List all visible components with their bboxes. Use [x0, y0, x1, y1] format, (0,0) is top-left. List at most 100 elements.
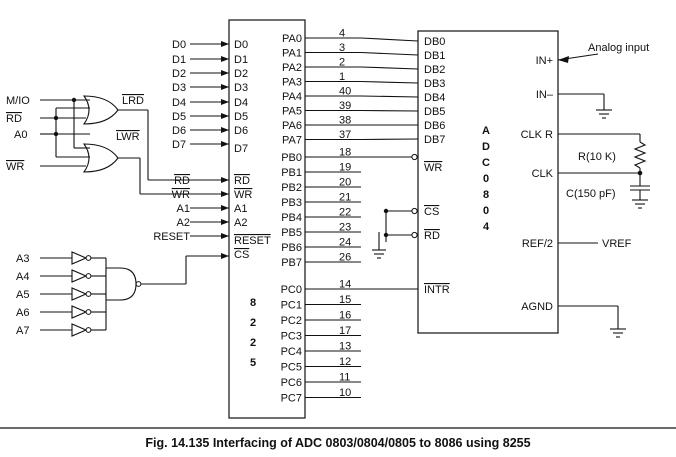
- adc-external-wiring: [557, 53, 650, 338]
- ppi-pin-number: 20: [339, 177, 351, 189]
- port-a-to-adc-wire: [360, 138, 419, 141]
- vref-label: VREF: [602, 238, 632, 250]
- ppi-pin-wr: WR: [234, 189, 252, 201]
- ppi-pin-pa4: PA4: [282, 91, 302, 103]
- ppi-pin-number: 24: [339, 237, 351, 249]
- ppi-pin-pa7: PA7: [282, 135, 302, 147]
- data-bus-wires: [190, 43, 229, 145]
- ppi-pin-pb5: PB5: [281, 227, 302, 239]
- ppi-pin-d2: D2: [234, 68, 248, 80]
- adc-name-char: 0: [483, 173, 489, 185]
- bus-input-wr: WR: [172, 189, 190, 201]
- capacitor-label: C(150 pF): [566, 188, 616, 200]
- adc-pin-ref2: REF/2: [522, 238, 553, 250]
- adc-pin-in-plus: IN+: [536, 55, 553, 67]
- port-a-to-adc-wire: [360, 51, 419, 56]
- adc-0804-body: [417, 30, 559, 334]
- adc-pin-agnd: AGND: [521, 301, 553, 313]
- adc-pin-db4: DB4: [424, 92, 445, 104]
- bus-label: D0: [172, 39, 186, 51]
- bus-input-a2: A2: [177, 217, 190, 229]
- clk-junction: [637, 170, 643, 176]
- ppi-pin-d0: D0: [234, 39, 248, 51]
- analog-input-label: Analog input: [588, 42, 649, 54]
- ppi-pin-reset: RESET: [234, 235, 271, 247]
- decoder-input: A6: [16, 307, 29, 319]
- cs-junction: [383, 208, 389, 214]
- ppi-pin-number: 17: [339, 325, 351, 337]
- bus-arrows: [221, 41, 229, 259]
- ppi-pin-number: 16: [339, 310, 351, 322]
- port-a-to-adc-wire: [360, 95, 419, 98]
- nand-bubble: [135, 281, 142, 287]
- ppi-pin-number: 10: [339, 387, 351, 399]
- adc-name-char: D: [482, 141, 490, 153]
- ppi-pin-number: 15: [339, 294, 351, 306]
- ppi-pin-number: 37: [339, 129, 351, 141]
- ppi-pin-number: 2: [339, 57, 345, 69]
- analog-input-arrow: [558, 56, 569, 63]
- adc-name-char: 0: [483, 205, 489, 217]
- adc-rd-bubble: [411, 231, 418, 239]
- ppi-pin-number: 12: [339, 356, 351, 368]
- adc-pin-rd: RD: [424, 230, 440, 242]
- decoder-input: A7: [16, 325, 29, 337]
- logic-output-lwr: LWR: [116, 131, 140, 143]
- ppi-pin-number: 11: [339, 372, 350, 384]
- logic-input-wr: WR: [6, 161, 24, 173]
- ppi-pin-d3: D3: [234, 82, 248, 94]
- ppi-pin-number: 21: [339, 192, 351, 204]
- ppi-name-char: 2: [250, 337, 256, 349]
- logic-gates: [40, 95, 229, 337]
- adc-cs-bubble: [411, 207, 418, 215]
- inverter-bubble: [85, 273, 92, 279]
- adc-pin-db5: DB5: [424, 106, 445, 118]
- rd-junction: [383, 232, 389, 238]
- ppi-pin-number: 40: [339, 86, 351, 98]
- port-a-to-adc-wire: [360, 37, 419, 42]
- ppi-pin-number: 22: [339, 207, 351, 219]
- bus-label: D5: [172, 111, 186, 123]
- adc-pin-db7: DB7: [424, 134, 445, 146]
- ppi-pin-pb6: PB6: [281, 242, 302, 254]
- ppi-pin-d4: D4: [234, 97, 248, 109]
- ppi-pin-pc3: PC3: [281, 331, 302, 343]
- adc-name-char: A: [482, 125, 490, 137]
- logic-output-lrd: LRD: [122, 95, 144, 107]
- ppi-pin-pc6: PC6: [281, 377, 302, 389]
- bus-label: D6: [172, 125, 186, 137]
- ppi-pin-pa5: PA5: [282, 106, 302, 118]
- ppi-pin-number: 19: [339, 162, 351, 174]
- bus-input-reset: RESET: [153, 231, 190, 243]
- adc-pin-wr: WR: [424, 162, 442, 174]
- ppi-pin-number: 4: [339, 28, 345, 40]
- figure-caption: Fig. 14.135 Interfacing of ADC 0803/0804…: [145, 436, 530, 450]
- bus-label: D1: [172, 54, 186, 66]
- decoder-input: A5: [16, 289, 29, 301]
- ppi-pin-pc7: PC7: [281, 393, 302, 405]
- ppi-pin-pb7: PB7: [281, 257, 302, 269]
- adc-pin-clk-r: CLK R: [521, 129, 553, 141]
- adc-name-char: 4: [483, 221, 490, 233]
- bus-label: D2: [172, 68, 186, 80]
- logic-input-rd: RD: [6, 113, 22, 125]
- adc-name-char: 8: [483, 189, 489, 201]
- logic-input-a0: A0: [14, 129, 27, 141]
- ppi-pin-a1: A1: [234, 203, 247, 215]
- ppi-pin-number: 3: [339, 42, 345, 54]
- mio-junction: [71, 97, 77, 103]
- ppi-pin-number: 1: [339, 71, 345, 83]
- ppi-pin-number: 13: [339, 341, 351, 353]
- ppi-pin-pa6: PA6: [282, 120, 302, 132]
- adc-name-char: C: [482, 157, 490, 169]
- adc-pin-db1: DB1: [424, 50, 445, 62]
- ppi-name-char: 5: [250, 357, 256, 369]
- ppi-pin-pa1: PA1: [282, 48, 302, 60]
- adc-wr-bubble: [411, 153, 418, 161]
- ppi-pin-pc5: PC5: [281, 362, 302, 374]
- ppi-pin-d5: D5: [234, 111, 248, 123]
- ppi-pin-cs: CS: [234, 249, 249, 261]
- ppi-pin-a2: A2: [234, 217, 247, 229]
- bus-label: D3: [172, 82, 186, 94]
